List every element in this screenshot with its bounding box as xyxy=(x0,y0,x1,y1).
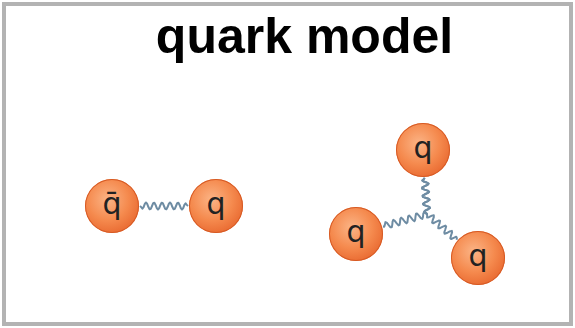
quark-ball: q xyxy=(329,207,383,261)
quark-label: q xyxy=(346,217,365,247)
quark-ball: q xyxy=(451,231,505,285)
diagram-title: quark model xyxy=(0,6,575,66)
quark-ball: q xyxy=(189,179,243,233)
quark-label: q xyxy=(468,241,487,271)
gluon-spring xyxy=(140,203,188,210)
quark-label: q̄ xyxy=(102,189,121,219)
quark-label: q xyxy=(413,133,432,163)
quark-ball: q̄ xyxy=(85,179,139,233)
quark-ball: q xyxy=(396,123,450,177)
quark-label: q xyxy=(206,189,225,219)
gluon-spring xyxy=(422,178,457,240)
